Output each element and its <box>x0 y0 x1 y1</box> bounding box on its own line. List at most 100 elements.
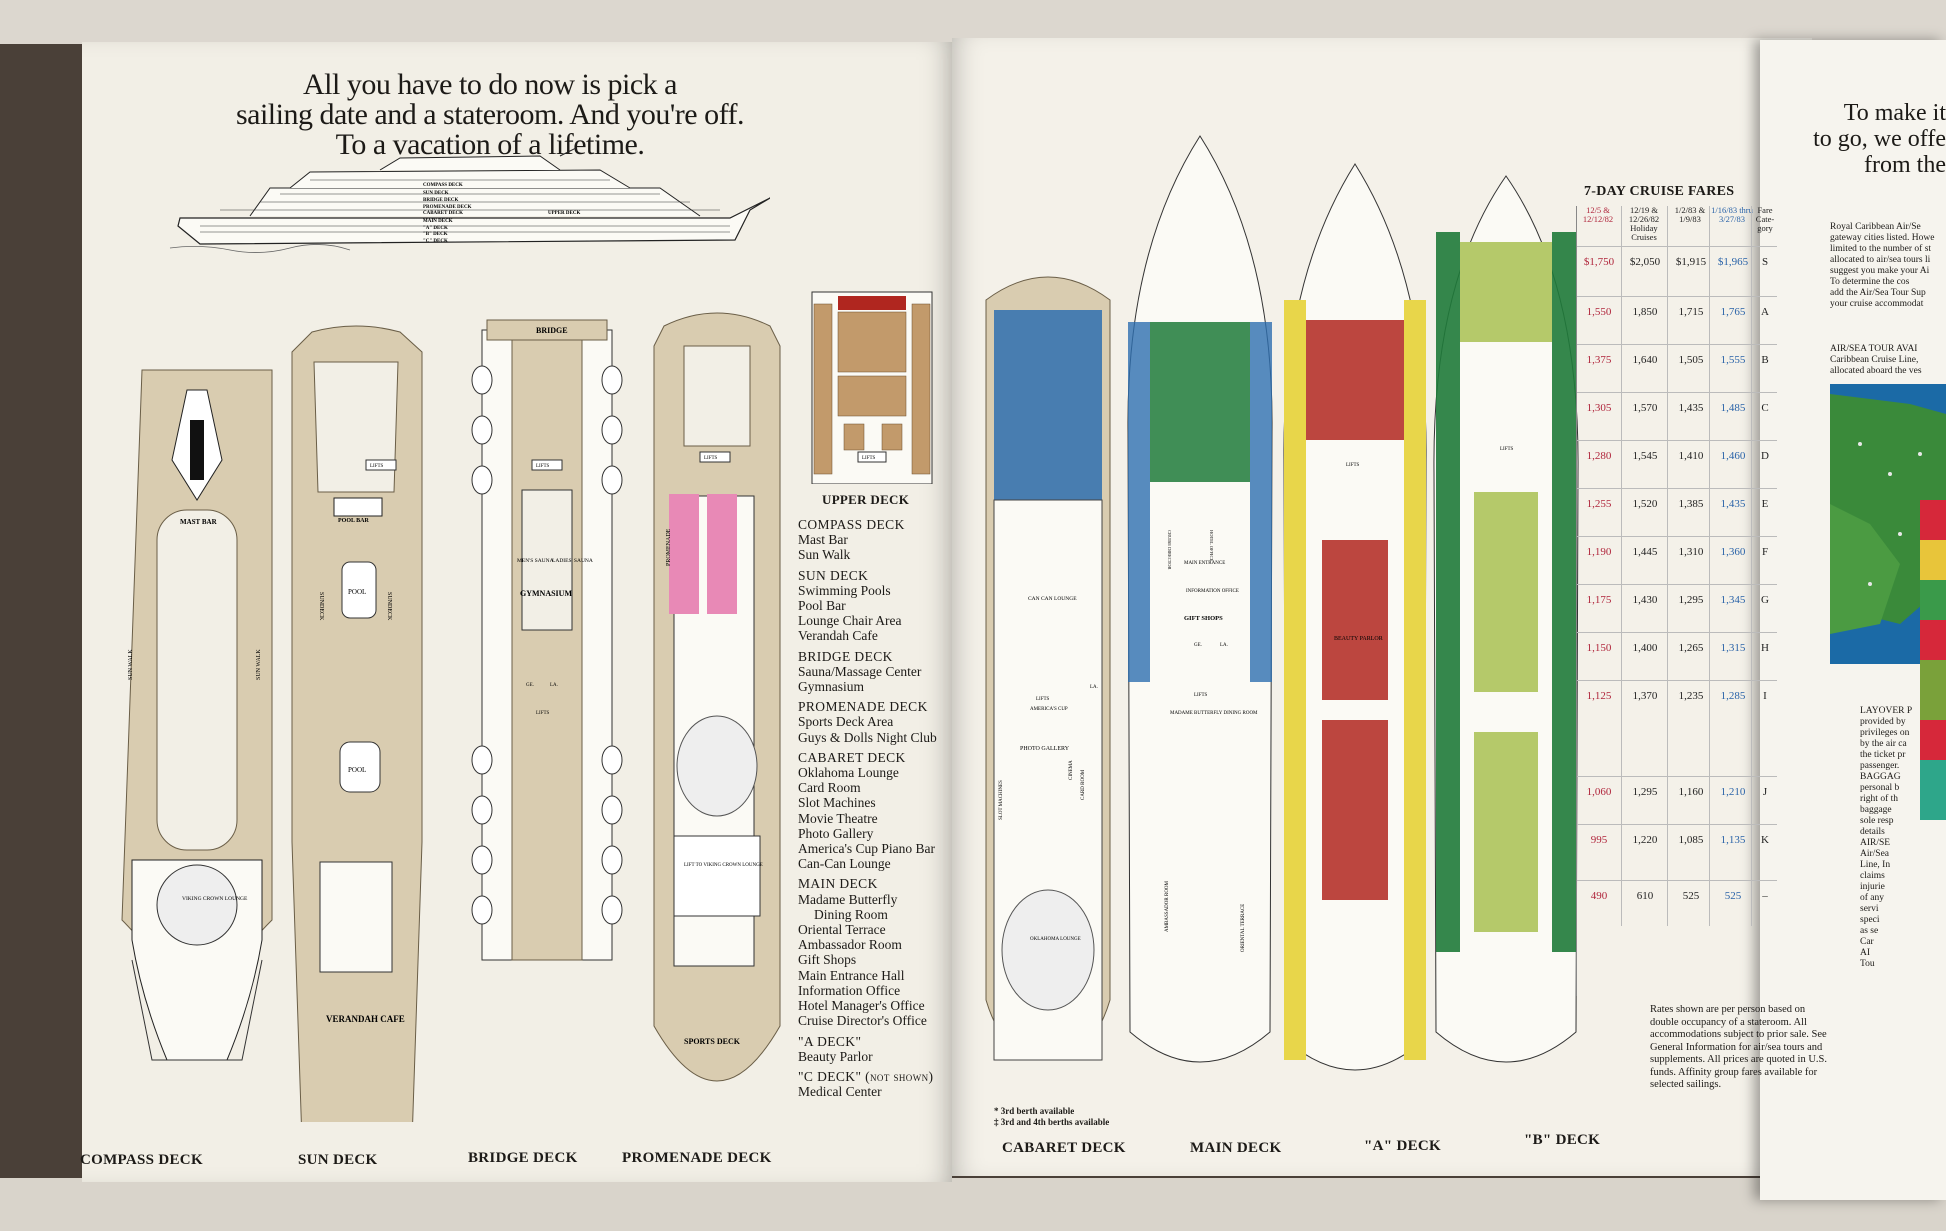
fare-column-header: Fare Cate- gory <box>1755 205 1775 233</box>
next-p2: gateway cities listed. Howe <box>1830 233 1935 243</box>
fare-cell: B <box>1761 354 1769 366</box>
key-item: Sauna/Massage Center <box>798 663 922 679</box>
bridge-la-label: LA. <box>550 683 558 688</box>
fare-cell: 1,385 <box>1678 498 1704 510</box>
fare-cell: 525 <box>1682 890 1700 902</box>
fare-cell: 1,555 <box>1720 354 1746 366</box>
fare-cell: 995 <box>1590 834 1608 846</box>
fare-cell: 1,220 <box>1632 834 1658 846</box>
fare-cell: I <box>1763 690 1767 702</box>
next-air3: allocated aboard the ves <box>1830 366 1922 376</box>
fare-cell: 1,125 <box>1586 690 1612 702</box>
sun-lifts-label: LIFTS <box>370 464 384 469</box>
fare-column-header: 1/16/83 thru 3/27/83 <box>1711 205 1753 224</box>
cinema-label: CINEMA <box>1069 760 1074 780</box>
fare-cell: 1,435 <box>1678 402 1704 414</box>
pool-bar-label: POOL BAR <box>338 518 370 524</box>
fare-cell: K <box>1761 834 1769 846</box>
sun-walk-right-label: SUN WALK <box>256 649 262 680</box>
next-a5: injurie <box>1860 882 1885 892</box>
fare-cell: 1,545 <box>1632 450 1658 462</box>
fare-cell: – <box>1762 890 1768 902</box>
gymnasium-label: GYMNASIUM <box>520 589 572 598</box>
fare-cell: 1,370 <box>1632 690 1658 702</box>
key-item: Lounge Chair Area <box>798 613 902 629</box>
berth-legend: * 3rd berth available ‡ 3rd and 4th bert… <box>994 1106 1109 1128</box>
fare-cell: 1,505 <box>1678 354 1704 366</box>
fare-cell: 1,295 <box>1632 786 1658 798</box>
fare-cell: E <box>1761 498 1769 510</box>
next-a10: Car <box>1860 937 1874 947</box>
legend-3rd-4th-berth: ‡ 3rd and 4th berths available <box>994 1117 1110 1127</box>
fare-cell: 1,640 <box>1632 354 1658 366</box>
next-page-intro: Royal Caribbean Air/Se gateway cities li… <box>1830 222 1946 310</box>
key-item: Oriental Terrace <box>798 922 886 938</box>
fare-cell: A <box>1761 306 1769 318</box>
main-entrance-label: MAIN ENTRANCE <box>1184 561 1225 566</box>
table-background <box>0 0 1946 44</box>
next-bag6: details <box>1860 827 1885 837</box>
fare-cell: $1,915 <box>1675 256 1707 268</box>
fare-cell: 1,210 <box>1720 786 1746 798</box>
fare-cell: 1,485 <box>1720 402 1746 414</box>
key-item: Gift Shops <box>798 952 857 968</box>
fare-cell: D <box>1761 450 1769 462</box>
fare-cell: H <box>1761 642 1769 654</box>
fare-cell: 1,315 <box>1720 642 1746 654</box>
a-lifts-label: LIFTS <box>1346 463 1360 468</box>
sundeck-right-label: SUNDECK <box>386 592 392 621</box>
bridge-lifts-label: LIFTS <box>536 464 550 469</box>
a-deck-plan: LIFTS BEAUTY PARLOR <box>1283 163 1427 1071</box>
next-bag5: sole resp <box>1860 816 1894 826</box>
fare-cell: 1,285 <box>1720 690 1746 702</box>
key-item: Medical Center <box>798 1084 882 1100</box>
upper-deck-plan: LIFTS <box>811 291 933 484</box>
key-item: Dining Room <box>814 906 888 922</box>
sun-deck-title: SUN DECK <box>298 1152 378 1168</box>
fare-cell: 1,295 <box>1678 594 1704 606</box>
cabaret-deck-title: CABARET DECK <box>1002 1140 1126 1156</box>
fare-cell: S <box>1761 256 1769 268</box>
sundeck-left-label: SUNDECK <box>318 592 324 621</box>
photo-gallery-label: PHOTO GALLERY <box>1020 746 1070 752</box>
fare-cell: 1,160 <box>1678 786 1704 798</box>
next-p5: suggest you make your Ai <box>1830 266 1930 276</box>
fare-cell: 1,460 <box>1720 450 1746 462</box>
next-air2: Caribbean Cruise Line, <box>1830 355 1919 365</box>
key-heading: MAIN DECK <box>798 876 878 892</box>
key-item: Verandah Cafe <box>798 628 878 644</box>
next-p6: To determine the cos <box>1830 277 1910 287</box>
main-la-label: LA. <box>1220 643 1228 648</box>
next-a12: Tou <box>1860 959 1875 969</box>
fare-cell: 1,190 <box>1586 546 1612 558</box>
fare-cell: $1,750 <box>1583 256 1615 268</box>
ship-profile-drawing: COMPASS DECK SUN DECK BRIDGE DECK PROMEN… <box>169 148 770 253</box>
key-heading: SUN DECK <box>798 567 869 583</box>
bridge-label: BRIDGE <box>536 326 568 335</box>
next-p7: add the Air/Sea Tour Sup <box>1830 288 1926 298</box>
key-item: Slot Machines <box>798 795 876 811</box>
fares-note: Rates shown are per person based on doub… <box>1650 1004 1828 1090</box>
pool-1-label: POOL <box>348 588 366 596</box>
profile-label-sun: SUN DECK <box>423 191 449 196</box>
main-lifts-label: LIFTS <box>1194 693 1208 698</box>
next-a2: Air/Sea <box>1860 849 1890 859</box>
profile-label-bridge: BRIDGE DECK <box>423 198 459 203</box>
fare-cell: 1,150 <box>1586 642 1612 654</box>
fare-cell: 1,265 <box>1678 642 1704 654</box>
fare-cell: 1,435 <box>1720 498 1746 510</box>
next-a8: speci <box>1860 915 1880 925</box>
bridge-ge-label: GE. <box>526 683 534 688</box>
next-page-color-tabs <box>1920 500 1946 860</box>
key-item: Can-Can Lounge <box>798 856 891 872</box>
next-a11: AI <box>1860 948 1871 958</box>
next-bag4: baggage <box>1860 805 1892 815</box>
next-lay6: passenger. <box>1860 761 1900 771</box>
lift-to-crown-label: LIFT TO VIKING CROWN LOUNGE <box>684 863 763 868</box>
next-air: AIR/SEA TOUR AVAI <box>1830 344 1918 354</box>
next-lay2: provided by <box>1860 717 1906 727</box>
cruise-director-label: CRUISE DIRECTOR <box>1167 530 1172 570</box>
verandah-cafe-label: VERANDAH CAFE <box>326 1014 405 1024</box>
bridge-lifts-2-label: LIFTS <box>536 711 550 716</box>
